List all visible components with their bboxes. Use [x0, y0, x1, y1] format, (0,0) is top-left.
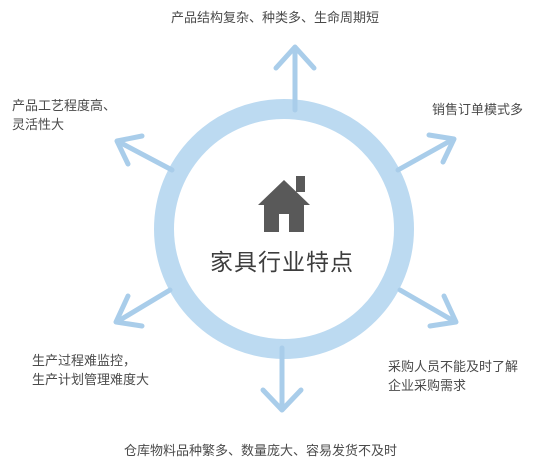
feature-text-upper-right: 销售订单模式多 [432, 103, 524, 118]
arrow-upper-left [114, 133, 175, 173]
feature-text-upper-left-1: 产品工艺程度高、 [12, 99, 117, 114]
feature-label-upper-right: 销售订单模式多 [432, 101, 523, 120]
feature-label-top: 产品结构复杂、种类多、生命周期短 [171, 9, 379, 28]
arrow-lower-left [113, 287, 173, 329]
arrow-top [273, 44, 317, 113]
center-title: 家具行业特点 [210, 250, 354, 276]
feature-text-bottom: 仓库物料品种繁多、数量庞大、容易发货不及时 [124, 444, 398, 459]
feature-text-top: 产品结构复杂、种类多、生命周期短 [171, 11, 380, 26]
feature-text-lower-right-1: 采购人员不能及时了解 [388, 360, 519, 375]
feature-label-lower-right: 采购人员不能及时了解 企业采购需求 [388, 358, 518, 396]
feature-text-upper-left-2: 灵活性大 [12, 118, 65, 133]
feature-label-lower-left: 生产过程难监控， 生产计划管理难度大 [32, 352, 149, 390]
house-icon [258, 176, 310, 232]
feature-text-lower-left-1: 生产过程难监控， [32, 354, 137, 369]
arrow-upper-right [395, 132, 457, 173]
arrow-bottom [260, 345, 304, 413]
feature-label-bottom: 仓库物料品种繁多、数量庞大、容易发货不及时 [124, 442, 397, 461]
arrow-lower-right [397, 287, 459, 329]
feature-text-lower-left-2: 生产计划管理难度大 [32, 373, 150, 388]
feature-text-lower-right-2: 企业采购需求 [388, 379, 467, 394]
feature-label-upper-left: 产品工艺程度高、 灵活性大 [12, 97, 116, 135]
